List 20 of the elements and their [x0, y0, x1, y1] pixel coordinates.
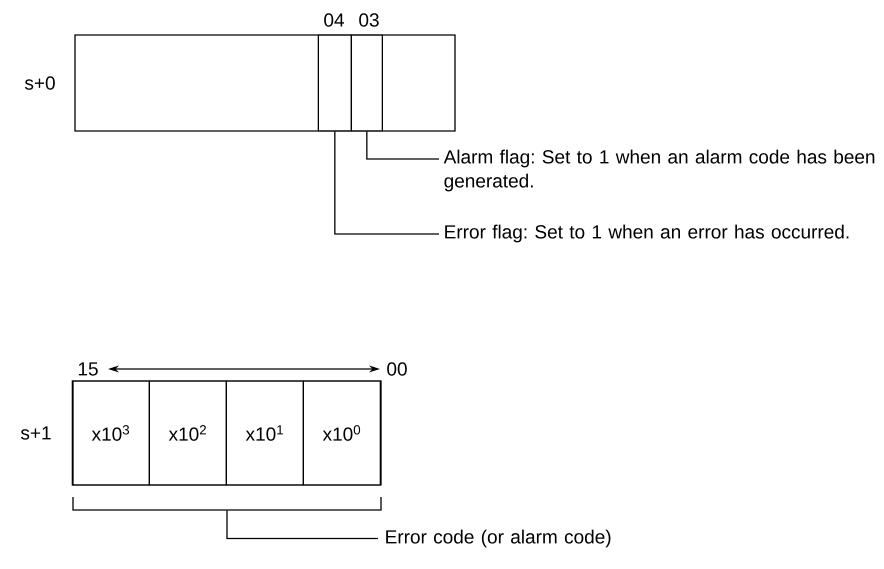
word-address: s+1 — [20, 426, 51, 440]
bit-cell — [350, 34, 383, 132]
bit-number: 15 — [78, 362, 98, 376]
flag-description: Alarm flag: Set to 1 when an alarm code has been generated. — [444, 150, 874, 192]
register-box — [74, 34, 456, 132]
bit-number: 03 — [359, 13, 379, 27]
leader-line — [334, 132, 439, 235]
digit-cell: x10$^{1}$ — [226, 380, 304, 486]
code-description: Error code (or alarm code) — [386, 530, 610, 548]
register-box — [72, 380, 382, 486]
bit-number: 00 — [387, 362, 407, 376]
flag-description: Error flag: Set to 1 when an error has occurred. — [445, 224, 848, 242]
bit-number: 04 — [324, 13, 344, 27]
digit-cell: x10$^{0}$ — [302, 380, 381, 486]
bit-cell — [318, 34, 352, 132]
leader-line — [226, 510, 378, 540]
digit-cell: x10$^{2}$ — [148, 380, 227, 486]
leader-line — [366, 132, 439, 160]
word-address: s+0 — [24, 76, 55, 90]
digit-cell: x10$^{3}$ — [72, 380, 150, 486]
